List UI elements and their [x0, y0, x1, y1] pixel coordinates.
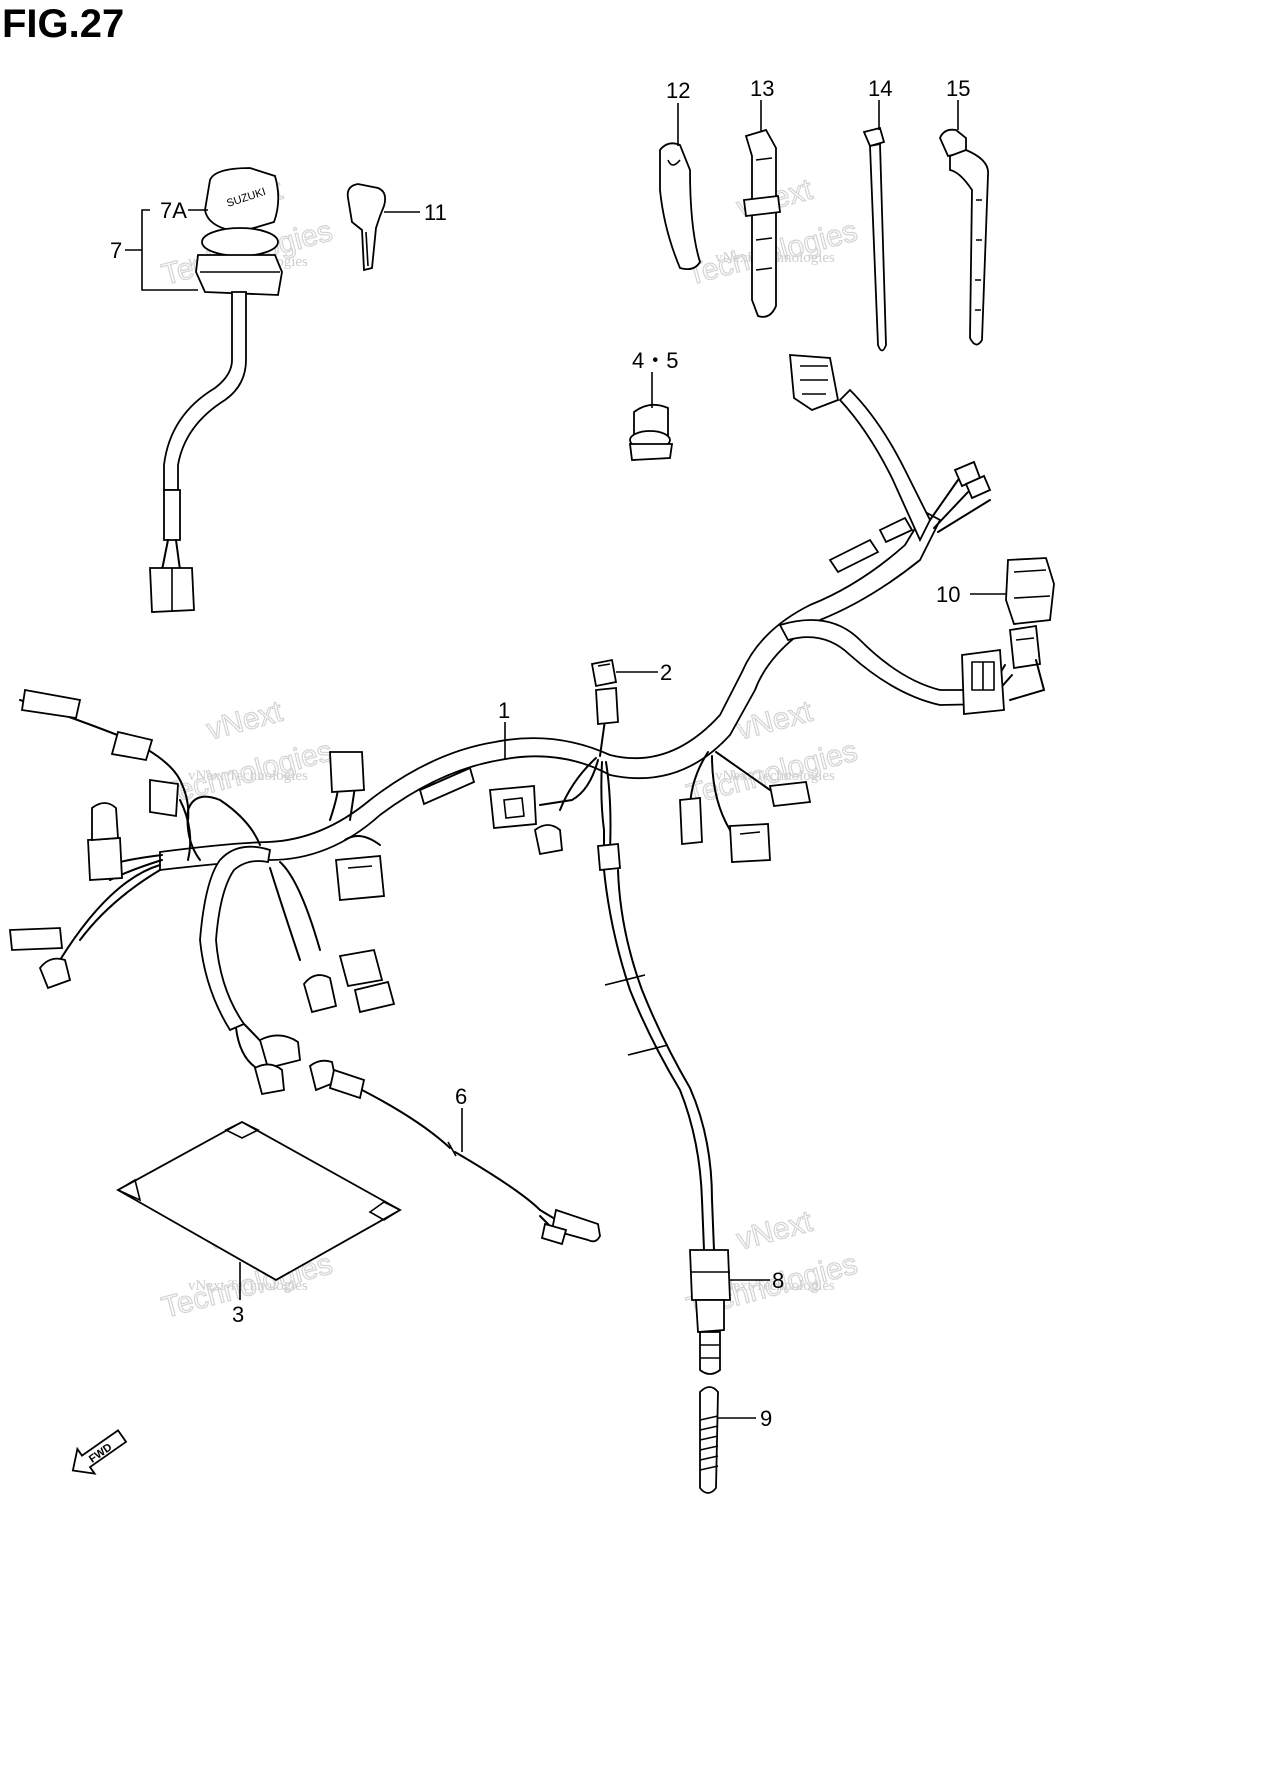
temperature-sensor	[603, 869, 731, 1375]
sensor-spring	[699, 1386, 719, 1494]
watermark-text: vNext Technologies	[188, 1278, 308, 1294]
callout-8: 8	[772, 1268, 784, 1293]
top-connector	[789, 354, 840, 412]
figure-title: FIG.27	[2, 2, 125, 46]
callout-12: 12	[666, 78, 690, 103]
small-connector	[590, 658, 618, 688]
callout-7a: 7A	[160, 198, 187, 223]
forward-arrow-icon: FWD	[71, 1429, 128, 1475]
ignition-switch-body	[195, 254, 283, 296]
watermark-text: vNext Technologies	[715, 1278, 835, 1294]
watermark-text: Technologies	[158, 735, 336, 812]
watermark-text: vNext Technologies	[188, 768, 308, 784]
callout-11: 11	[424, 200, 447, 225]
callout-13: 13	[750, 76, 774, 101]
ignition-switch-cap	[204, 167, 280, 233]
callout-9: 9	[760, 1406, 772, 1431]
ignition-cable-sleeve	[163, 489, 181, 541]
callout-3: 3	[232, 1302, 244, 1327]
callout-4-5: 4・5	[632, 348, 678, 373]
callout-1: 1	[498, 698, 510, 723]
rubber-cap	[659, 142, 701, 271]
harness-clamp	[628, 403, 674, 461]
callout-2: 2	[660, 660, 672, 685]
clamp-band	[742, 128, 782, 318]
sensor-lead	[308, 1059, 601, 1246]
callout-10: 10	[936, 582, 960, 607]
ignition-switch-nut	[201, 227, 279, 257]
watermark-text: vNext	[733, 1205, 816, 1257]
cable-tie-thin	[862, 126, 887, 352]
ignition-cable	[163, 291, 247, 491]
callout-6: 6	[455, 1084, 467, 1109]
callout-7: 7	[110, 238, 122, 263]
center-connector-left	[489, 785, 537, 829]
callout-15: 15	[946, 76, 970, 101]
ignition-key	[346, 183, 387, 272]
callout-14: 14	[868, 76, 892, 101]
relay-connector	[1005, 557, 1055, 625]
connector-2-mate	[595, 687, 619, 725]
watermark-text: vNext	[203, 695, 286, 747]
cable-tie-wide	[939, 128, 989, 346]
protective-sheet	[116, 1120, 402, 1282]
ignition-switch-assembly: SUZUKI	[149, 167, 283, 613]
main-wiring-harness	[9, 354, 1046, 1096]
